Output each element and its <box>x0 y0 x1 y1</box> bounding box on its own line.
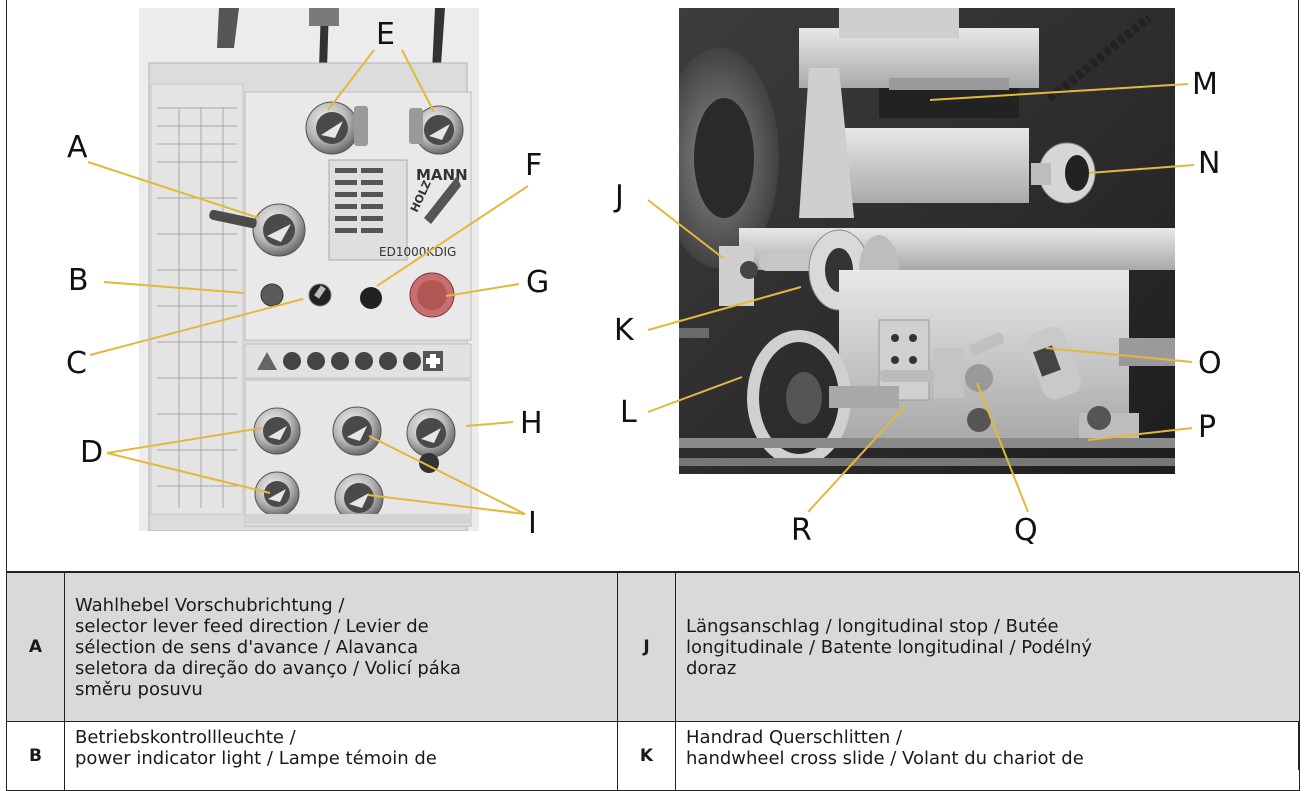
legend-line: handwheel cross slide / Volant du chario… <box>686 748 1084 769</box>
legend-line: power indicator light / Lampe témoin de <box>75 748 437 769</box>
callout-h: H <box>520 406 543 441</box>
callout-q: Q <box>1014 513 1038 548</box>
legend-line: sélection de sens d'avance / Alavanca <box>75 636 419 658</box>
legend-key-a: A <box>6 572 65 722</box>
legend-row: B Betriebskontrollleuchte / power indica… <box>6 721 1300 791</box>
legend-line: doraz <box>686 657 737 679</box>
legend-desc-j: Längsanschlag / longitudinal stop / Buté… <box>675 572 1300 722</box>
control-panel-illustration: MANN HOLZ ED1000KDIG <box>139 8 479 531</box>
legend-line: Betriebskontrollleuchte / <box>75 727 296 748</box>
legend-line: směru posuvu <box>75 678 203 700</box>
callout-n: N <box>1198 146 1221 181</box>
figure-area: MANN HOLZ ED1000KDIG <box>6 0 1299 572</box>
callout-l: L <box>620 395 637 430</box>
legend-key-b: B <box>6 721 65 791</box>
control-panel-photo: MANN HOLZ ED1000KDIG <box>139 8 479 531</box>
legend-line: selector lever feed direction / Levier d… <box>75 615 429 637</box>
callout-p: P <box>1198 410 1217 445</box>
callout-a: A <box>67 130 88 165</box>
legend-line: longitudinale / Batente longitudinal / P… <box>686 636 1093 658</box>
callout-c: C <box>66 346 87 381</box>
callout-b: B <box>68 263 89 298</box>
legend-row: A Wahlhebel Vorschubrichtung / selector … <box>6 572 1300 722</box>
callout-j: J <box>615 179 624 214</box>
callout-f: F <box>525 148 543 183</box>
legend-line: Wahlhebel Vorschubrichtung / <box>75 594 345 616</box>
callout-g: G <box>526 265 550 300</box>
legend-line: Handrad Querschlitten / <box>686 727 903 748</box>
legend-desc-b: Betriebskontrollleuchte / power indicato… <box>64 721 618 791</box>
legend-line: seletora da direção do avanço / Volicí p… <box>75 657 461 679</box>
document-frame <box>6 0 1299 770</box>
legend-line: Längsanschlag / longitudinal stop / Buté… <box>686 615 1059 637</box>
callout-lines <box>87 49 1195 515</box>
callout-d: D <box>80 435 104 470</box>
callout-k: K <box>614 313 634 348</box>
lathe-carriage-photo <box>679 8 1175 474</box>
lathe-carriage-illustration <box>679 8 1175 474</box>
legend-table: A Wahlhebel Vorschubrichtung / selector … <box>6 572 1300 791</box>
legend-key-j: J <box>617 572 676 722</box>
callout-i: I <box>528 506 537 541</box>
model-text: ED1000KDIG <box>379 245 456 259</box>
callout-e: E <box>376 17 395 52</box>
legend-key-k: K <box>617 721 676 791</box>
callout-m: M <box>1192 67 1218 102</box>
callout-r: R <box>791 513 812 548</box>
legend-desc-k: Handrad Querschlitten / handwheel cross … <box>675 721 1300 791</box>
callout-o: O <box>1198 346 1222 381</box>
legend-desc-a: Wahlhebel Vorschubrichtung / selector le… <box>64 572 618 722</box>
